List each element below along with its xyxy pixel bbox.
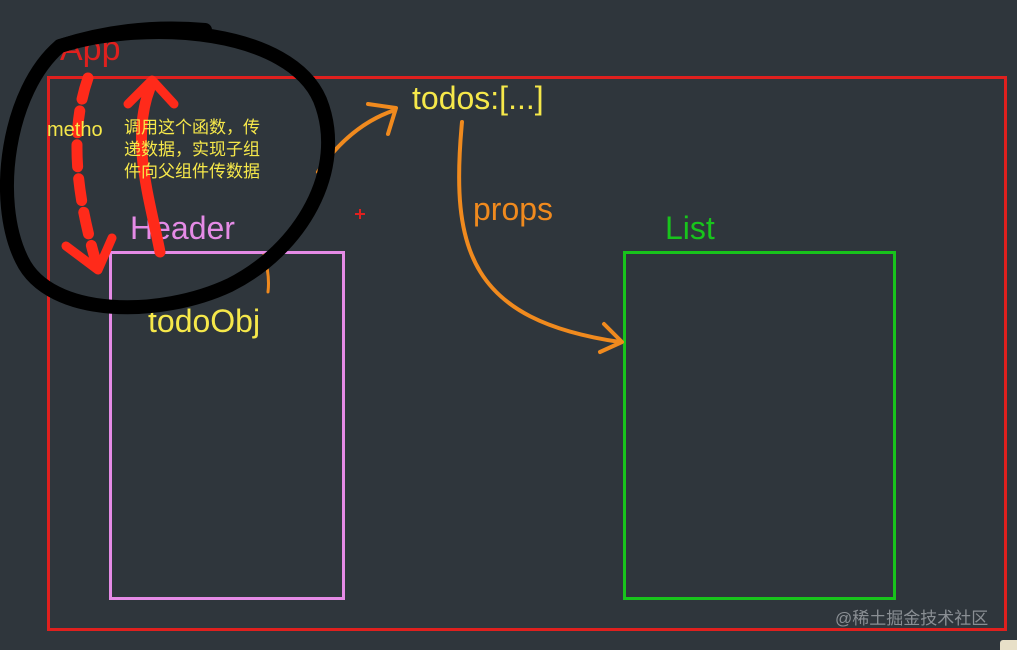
list-component-box xyxy=(623,251,896,600)
method-label: metho xyxy=(47,119,103,141)
app-label: App xyxy=(60,30,121,68)
corner-logo-icon xyxy=(1000,640,1017,650)
props-label: props xyxy=(473,191,554,227)
app-component-box xyxy=(47,76,1007,631)
annotation-note: 调用这个函数，传递数据，实现子组件向父组件传数据 xyxy=(124,118,260,181)
header-label: Header xyxy=(130,210,235,246)
list-label: List xyxy=(665,210,715,246)
todos-state-label: todos:[...] xyxy=(412,80,544,116)
watermark: @稀土掘金技术社区 xyxy=(835,609,989,628)
todoobj-label: todoObj xyxy=(148,303,261,339)
